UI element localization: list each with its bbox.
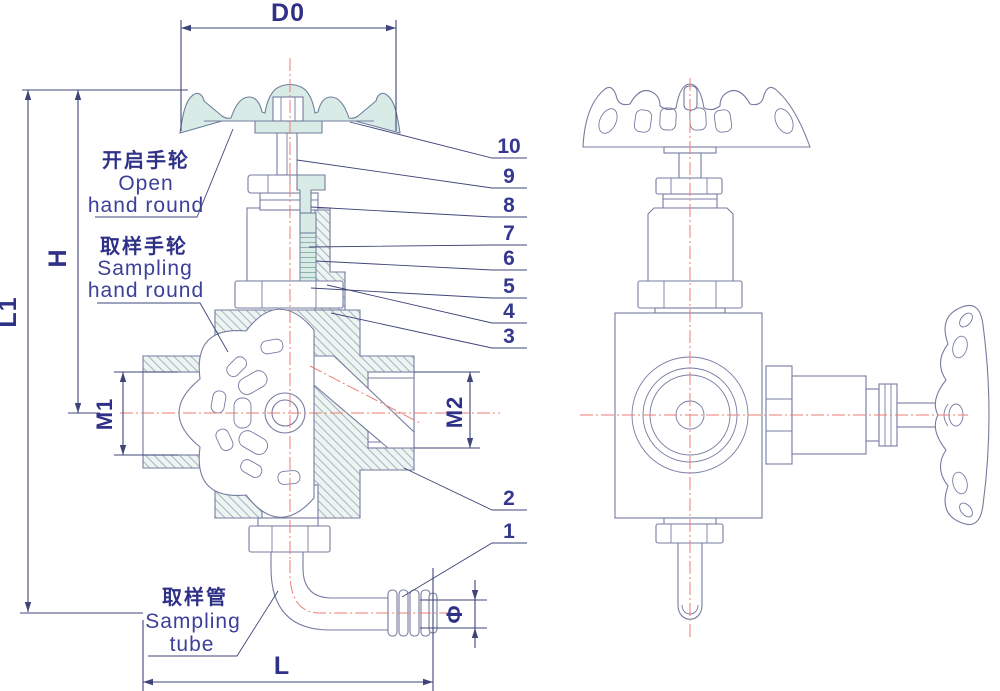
callout-label-2: 2 — [503, 487, 515, 510]
bonnet-assembly — [234, 132, 346, 311]
side-open-handwheel — [582, 83, 811, 148]
sampling-tube-en2: tube — [170, 633, 215, 656]
dimension-m1: M1 — [92, 371, 178, 456]
callout-label-1: 1 — [503, 520, 515, 543]
open-handwheel-en1: Open — [118, 172, 173, 195]
open-handwheel-en2: hand round — [88, 194, 204, 217]
dim-label-m1: M1 — [92, 398, 117, 431]
callout-5: 5 — [310, 275, 527, 299]
dimension-d0: D0 — [180, 0, 397, 131]
front-centerlines — [120, 58, 500, 614]
labels: 开启手轮 Open hand round 取样手轮 Sampling hand … — [88, 128, 279, 657]
sampling-tube-en1: Sampling — [145, 610, 241, 633]
callout-label-9: 9 — [503, 165, 515, 188]
callouts: 10 9 8 7 6 5 4 3 — [296, 121, 527, 598]
callout-label-3: 3 — [503, 325, 515, 348]
bottom-plate — [257, 517, 319, 527]
sampling-handwheel-en2: hand round — [88, 279, 204, 302]
callout-2: 2 — [403, 467, 527, 511]
sampling-tube — [248, 517, 438, 637]
dimension-l1: L1 — [0, 89, 188, 614]
label-sampling-tube: 取样管 Sampling tube — [145, 585, 279, 657]
dimension-l: L — [142, 568, 434, 691]
dim-label-d0: D0 — [271, 0, 305, 27]
dimension-m2: M2 — [414, 371, 480, 449]
front-view — [120, 58, 500, 637]
callout-10: 10 — [349, 121, 527, 159]
side-centerlines — [580, 78, 968, 640]
dim-label-m2: M2 — [442, 396, 467, 429]
callout-label-4: 4 — [503, 300, 515, 323]
callout-6: 6 — [315, 247, 527, 271]
dim-label-l1: L1 — [0, 296, 22, 327]
callout-label-6: 6 — [503, 247, 515, 270]
side-tube-end — [677, 542, 703, 620]
callout-7: 7 — [308, 222, 527, 248]
callout-label-5: 5 — [503, 275, 515, 298]
side-gland-nut — [655, 177, 723, 195]
sampling-handwheel-en1: Sampling — [97, 257, 193, 280]
callout-9: 9 — [296, 159, 527, 189]
dim-label-phi: Φ — [442, 604, 467, 623]
dimension-phi: Φ — [420, 580, 487, 648]
handwheel-nut — [272, 96, 304, 122]
callout-label-7: 7 — [503, 222, 515, 245]
callout-label-10: 10 — [497, 135, 520, 158]
sampling-screw-shank — [299, 212, 317, 234]
callout-8: 8 — [310, 194, 527, 218]
tube-elbow — [270, 551, 389, 631]
dimension-h: H — [44, 90, 100, 414]
callout-1: 1 — [401, 520, 527, 598]
bonnet-hex-nut — [234, 280, 344, 309]
dimensions: D0 L1 H M1 — [0, 0, 487, 691]
label-open-handwheel: 开启手轮 Open hand round — [88, 128, 234, 218]
callout-4: 4 — [326, 284, 527, 324]
sampling-handwheel-zh: 取样手轮 — [100, 234, 188, 258]
side-view — [580, 78, 990, 640]
dim-label-l: L — [274, 652, 290, 680]
dim-label-h: H — [44, 248, 72, 267]
sampling-tube-zh: 取样管 — [162, 585, 228, 609]
callout-label-8: 8 — [503, 194, 515, 217]
callout-3: 3 — [330, 312, 527, 349]
label-sampling-handwheel: 取样手轮 Sampling hand round — [88, 234, 229, 353]
open-handwheel-zh: 开启手轮 — [102, 148, 190, 172]
